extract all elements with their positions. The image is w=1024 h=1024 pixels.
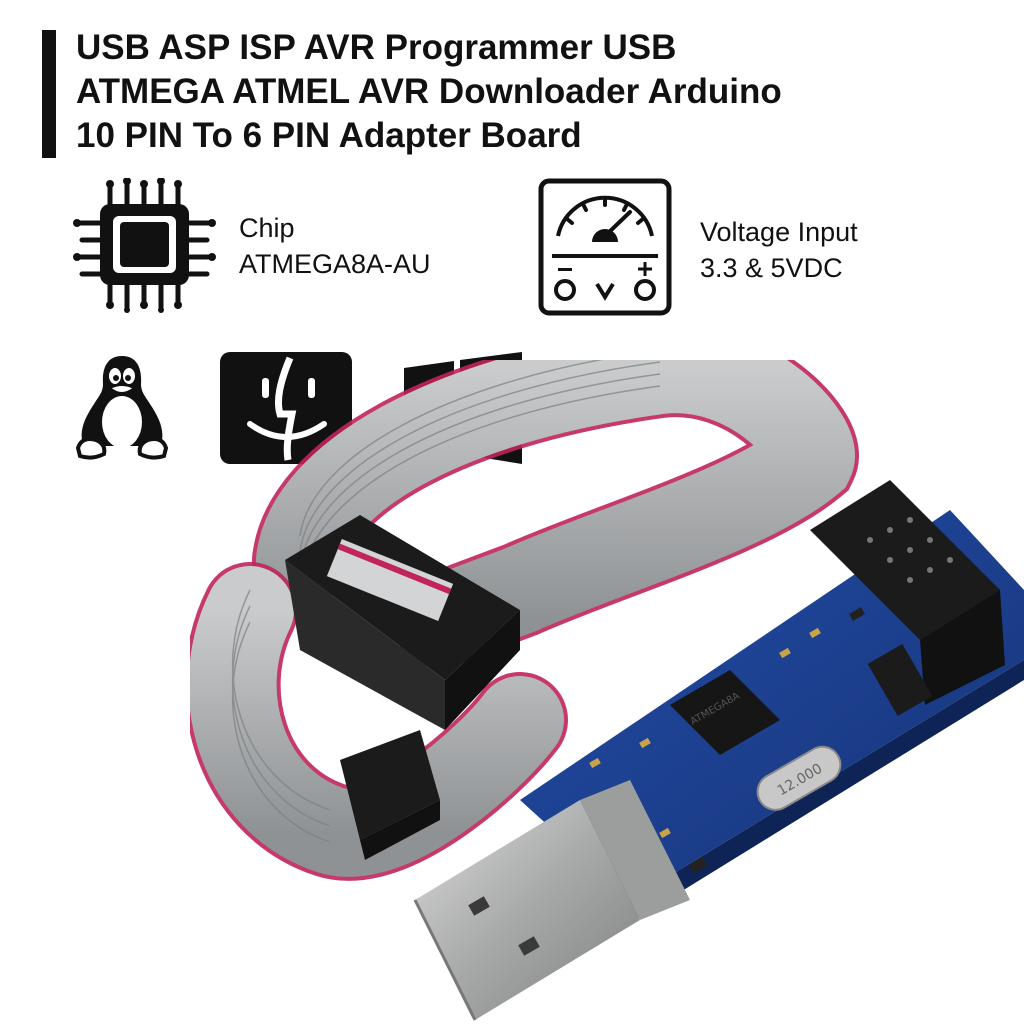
title-line-3: 10 PIN To 6 PIN Adapter Board [76,116,582,155]
idc-connector-top [285,515,520,730]
chip-spec-value: ATMEGA8A-AU [239,249,431,279]
usbasp-board: ATMEGA8A 12.000 [520,480,1024,920]
ribbon-cable [190,360,859,881]
title-accent-bar [42,30,56,158]
chip-spec-label: Chip [239,213,295,243]
idc-connector-bottom [340,730,440,860]
product-title: USB ASP ISP AVR Programmer USB ATMEGA AT… [76,26,976,158]
voltage-spec: Voltage Input 3.3 & 5VDC [700,214,858,286]
voltage-spec-label: Voltage Input [700,217,858,247]
voltmeter-icon [538,178,672,316]
voltage-spec-value: 3.3 & 5VDC [700,253,843,283]
title-line-2: ATMEGA ATMEL AVR Downloader Arduino [76,72,782,111]
title-line-1: USB ASP ISP AVR Programmer USB [76,28,677,67]
chip-icon [73,178,216,313]
chip-spec: Chip ATMEGA8A-AU [239,210,431,282]
linux-tux-icon [75,356,169,460]
product-photo: ATMEGA8A 12.000 [190,360,1024,1021]
usb-a-plug [413,780,690,1021]
mac-finder-icon [220,352,352,464]
